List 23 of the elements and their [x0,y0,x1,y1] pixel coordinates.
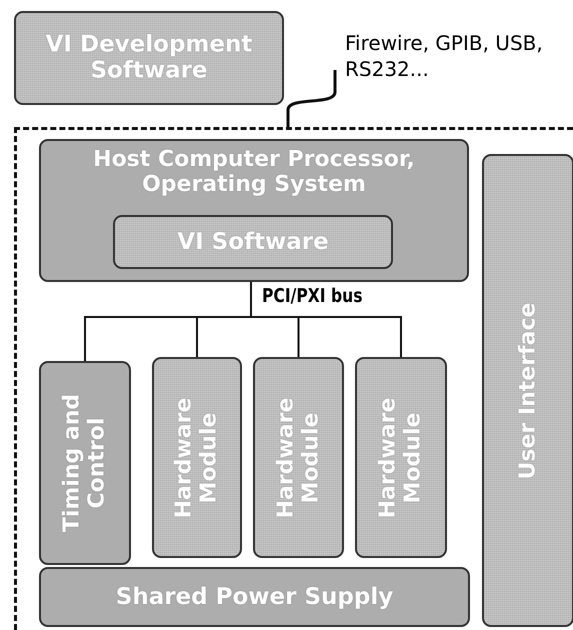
leader-line [286,70,336,128]
box-label: Hardware Module [273,396,324,520]
hardware-module-box [152,357,242,558]
power-supply-box [39,567,470,627]
hardware-module-box [355,357,447,558]
box-label: User Interface [515,301,541,481]
box-label: Hardware Module [172,396,222,520]
hardware-module-box [253,357,344,558]
box-label: Hardware Module [376,396,426,520]
note-text: Firewire, GPIB, USB, RS232... [345,30,544,82]
bus-line [250,282,402,357]
host-computer-box [39,139,469,282]
box-label: Shared Power Supply [114,584,394,610]
box-label: VI Software [176,228,330,256]
box-label: VI Development Software [44,32,254,84]
box-label: Timing and Control [60,392,110,534]
system-boundary [14,127,573,630]
bus-label: PCI/PXI bus [262,284,363,309]
box-label: Host Computer Processor, Operating System [92,147,416,198]
timing-control-box [39,361,131,565]
user-interface-box [482,154,573,627]
software-box [113,215,393,269]
software-box [14,11,284,105]
